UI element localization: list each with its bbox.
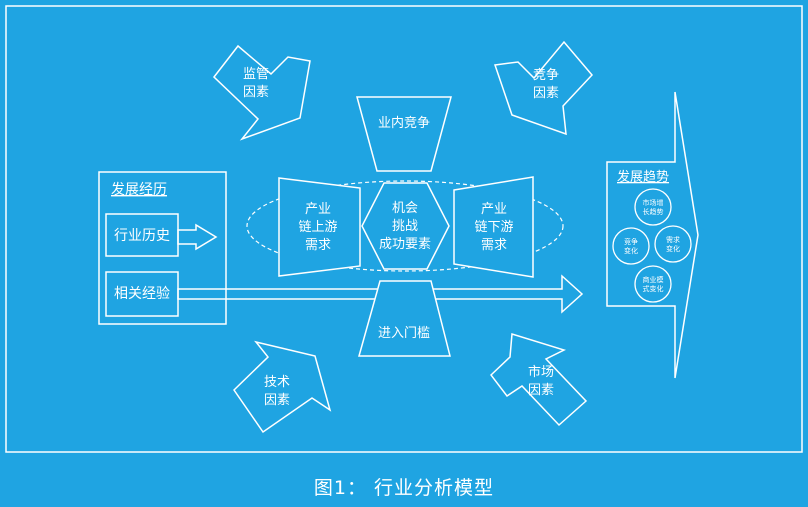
trend-circle-business-model	[634, 265, 672, 303]
center-dashed-ellipse	[246, 180, 564, 272]
trend-circle-label: 竞争	[624, 237, 638, 246]
experience-arrow-long	[177, 274, 584, 314]
upstream-label: 产业	[305, 202, 331, 217]
downstream-label: 链下游	[474, 220, 513, 235]
factor-arrow-technology: 技术 因素	[233, 340, 332, 434]
trend-panel: 发展趋势 市场增 长趋势 竞争 变化 需求 变化 商业模 式变化	[606, 91, 699, 379]
factor-arrow-market: 市场 因素	[489, 333, 588, 427]
core-label: 成功要素	[379, 237, 431, 252]
trend-circle-competition	[612, 227, 650, 265]
trend-circle-label: 变化	[624, 246, 638, 255]
center-bottom-label: 进入门槛	[378, 326, 430, 341]
factor-label: 竞争	[533, 67, 559, 83]
factor-label: 因素	[533, 86, 559, 101]
upstream-label: 需求	[305, 238, 331, 253]
history-arrow-short	[177, 223, 218, 251]
trend-circle-label: 市场增	[643, 198, 664, 207]
core-label: 机会	[392, 201, 418, 216]
history-item: 相关经验	[114, 286, 170, 302]
factor-label: 因素	[528, 383, 554, 398]
factor-label: 因素	[264, 393, 290, 408]
upstream-label: 链上游	[298, 220, 337, 235]
industry-analysis-diagram: 监管 因素 竞争 因素 技术 因素 市场 因素 发展经历 行业历史 相关经验 业…	[5, 5, 803, 453]
history-panel-title: 发展经历	[111, 182, 167, 198]
downstream-trapezoid	[453, 176, 534, 278]
center-model: 业内竞争 进入门槛 产业 链上游 需求 产业 链下游 需求 机会 挑战 成功要素	[246, 96, 564, 357]
center-top-label: 业内竞争	[378, 115, 430, 131]
history-item: 行业历史	[114, 228, 170, 244]
entry-barrier-trapezoid	[358, 280, 451, 357]
factor-arrow-regulation: 监管 因素	[212, 44, 311, 141]
factor-label: 监管	[243, 67, 269, 82]
trend-circle-label: 商业模	[643, 275, 664, 284]
trend-circle-market-growth	[634, 188, 672, 226]
trend-circle-label: 式变化	[643, 284, 664, 293]
trend-circle-label: 长趋势	[643, 207, 664, 216]
trend-circle-label: 变化	[666, 244, 680, 253]
upstream-trapezoid	[278, 177, 361, 277]
factor-label: 市场	[528, 364, 554, 380]
downstream-label: 需求	[481, 238, 507, 253]
factor-arrow-competition: 竞争 因素	[493, 40, 594, 136]
trend-circle-demand	[654, 225, 692, 263]
trend-panel-title: 发展趋势	[617, 169, 669, 185]
core-label: 挑战	[392, 219, 418, 234]
downstream-label: 产业	[481, 202, 507, 217]
factor-label: 因素	[243, 85, 269, 100]
factor-label: 技术	[264, 375, 290, 390]
core-hexagon	[361, 182, 450, 270]
trend-circle-label: 需求	[666, 235, 680, 244]
figure-caption: 图1： 行业分析模型	[313, 477, 495, 499]
outer-frame	[5, 5, 803, 453]
history-panel: 发展经历 行业历史 相关经验	[98, 171, 227, 325]
competition-trapezoid	[356, 96, 452, 172]
